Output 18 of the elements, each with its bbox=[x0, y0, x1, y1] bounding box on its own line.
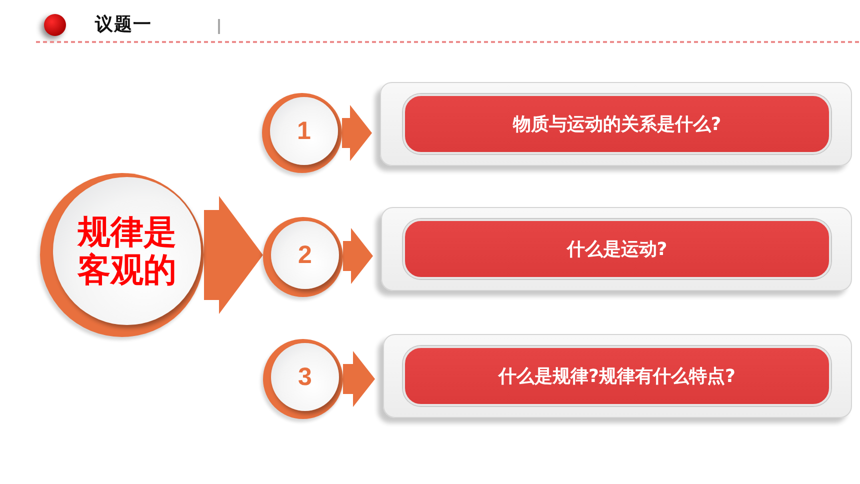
rounded-panel bbox=[381, 207, 852, 291]
block-arrow bbox=[343, 228, 373, 284]
question-banner bbox=[403, 94, 831, 154]
question-text: 物质与运动的关系是什么? bbox=[512, 113, 722, 136]
block-arrow bbox=[343, 351, 375, 407]
title: 议题一 bbox=[95, 15, 152, 35]
block-arrow bbox=[204, 196, 263, 314]
question-banner bbox=[403, 219, 831, 279]
block-arrow bbox=[342, 105, 372, 161]
circle-number: 1 bbox=[297, 116, 311, 146]
rounded-panel bbox=[383, 334, 852, 418]
rounded-panel bbox=[380, 82, 852, 166]
question-text: 什么是规律?规律有什么特点? bbox=[498, 365, 736, 388]
question-banner bbox=[403, 346, 831, 406]
circle-number: 2 bbox=[298, 240, 312, 270]
circle-number: 3 bbox=[298, 362, 312, 392]
topic-text: 规律是客观的 bbox=[76, 213, 178, 289]
question-text: 什么是运动? bbox=[566, 238, 668, 261]
